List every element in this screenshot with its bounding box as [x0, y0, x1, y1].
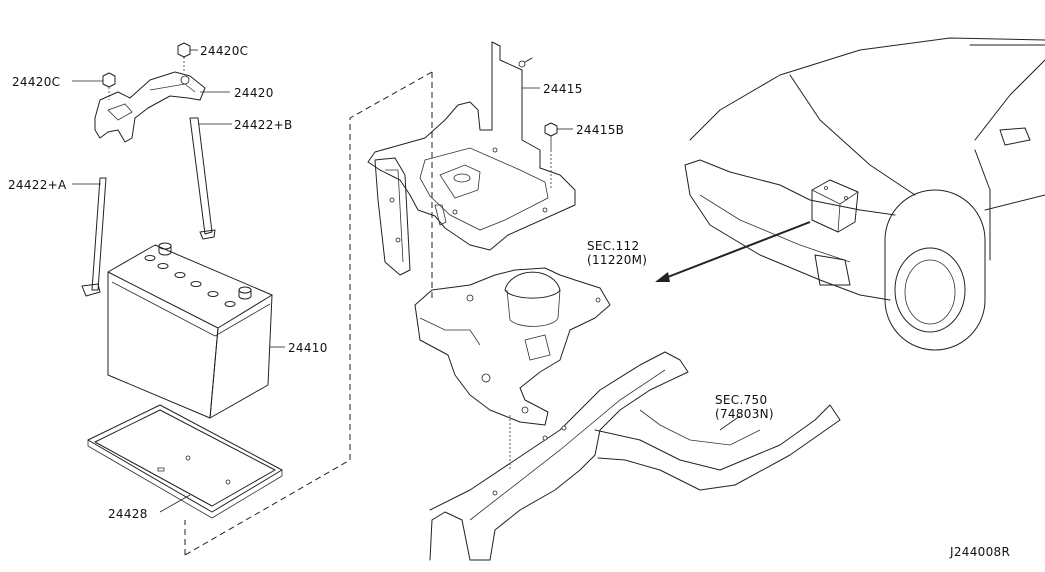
battery-support-frame: [367, 41, 576, 276]
support-bolt: [544, 122, 558, 190]
label-24415b: 24415B: [576, 123, 624, 137]
location-arrow: [655, 221, 811, 282]
label-24410: 24410: [288, 341, 328, 355]
diagram-id: J244008R: [949, 545, 1010, 559]
battery-tray: [87, 404, 283, 519]
label-24420c-left: 24420C: [12, 75, 60, 89]
top-bolt: [518, 57, 533, 68]
assembly-outline: [184, 71, 433, 556]
label-24428: 24428: [108, 507, 148, 521]
rod-24422-b: [189, 117, 216, 240]
rod-24422-a: [81, 177, 107, 297]
label-24415: 24415: [543, 82, 583, 96]
label-sec112: SEC.112: [587, 239, 639, 253]
label-24422b: 24422+B: [234, 118, 293, 132]
leader-lines: [72, 49, 741, 513]
clamp-nut-top: [177, 42, 191, 72]
side-member: [429, 351, 841, 561]
label-sec750-sub: (74803N): [715, 407, 774, 421]
clamp-nut-left: [102, 72, 116, 100]
label-sec750: SEC.750: [715, 393, 767, 407]
label-24420c-top: 24420C: [200, 44, 248, 58]
lower-bracket: [414, 267, 611, 470]
label-24420: 24420: [234, 86, 274, 100]
vehicle-front-view: [684, 37, 1045, 351]
label-sec112-sub: (11220M): [587, 253, 647, 267]
label-24422a: 24422+A: [8, 178, 67, 192]
battery: [107, 242, 273, 419]
battery-clamp-bracket: [94, 71, 206, 143]
